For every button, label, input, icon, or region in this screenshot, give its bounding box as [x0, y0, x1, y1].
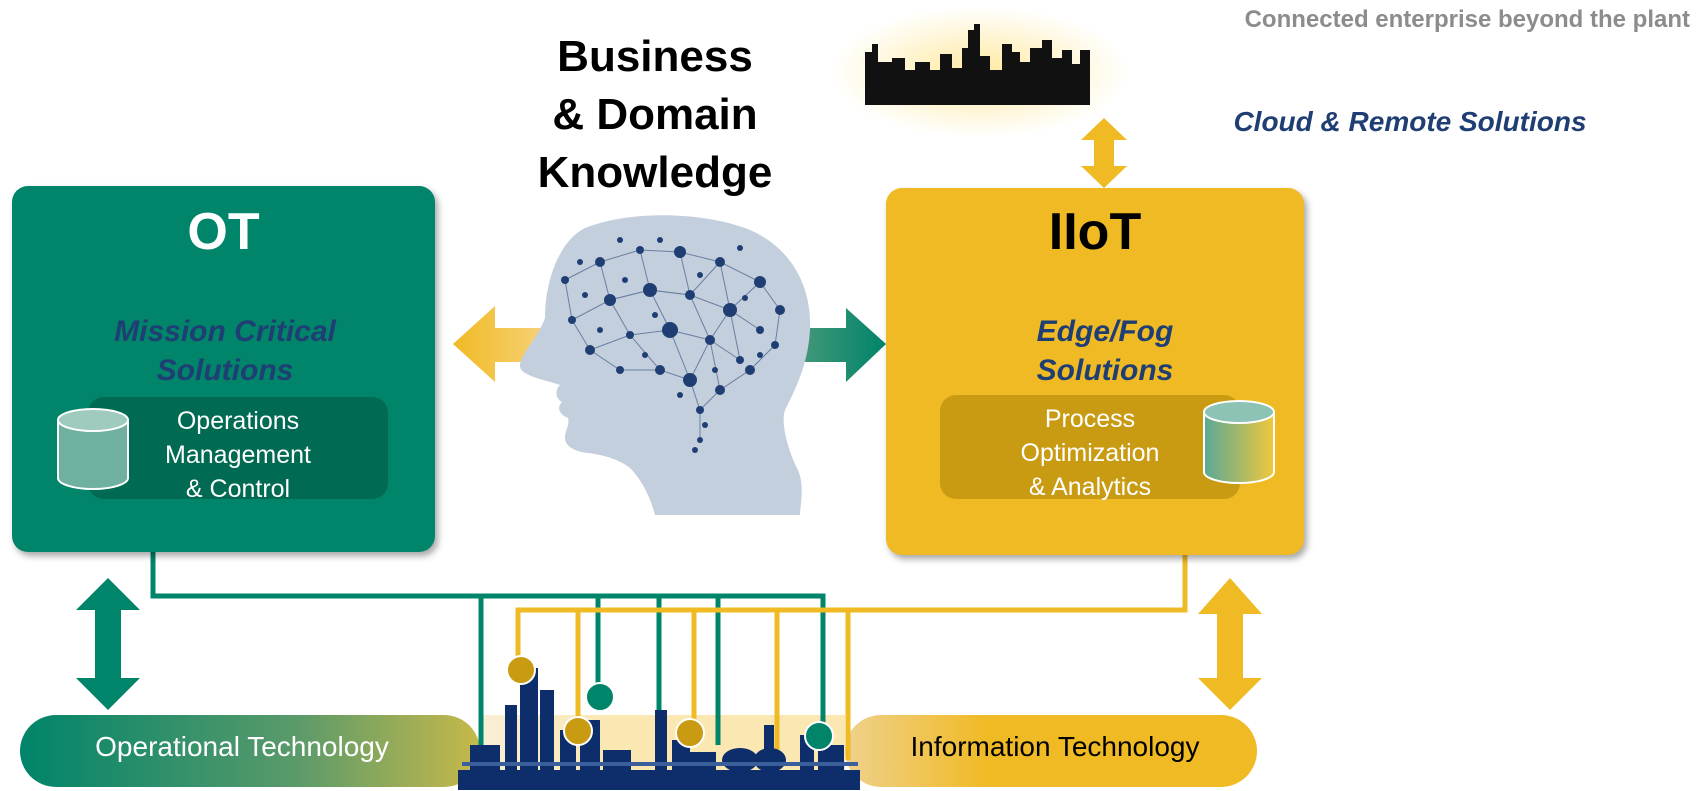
iiot-pill-line: Process	[1044, 405, 1136, 433]
center-title-line: & Domain	[552, 90, 758, 139]
business-domain-knowledge-title: Business & Domain Knowledge	[500, 28, 810, 202]
ot-pill-line: Management	[165, 441, 311, 469]
information-technology-pill	[845, 715, 1257, 787]
iiot-connection-lines	[515, 555, 1188, 760]
center-title-line: Business	[557, 32, 753, 81]
information-technology-label: Information Technology	[910, 731, 1200, 762]
ot-pill-line: Operations	[176, 407, 300, 435]
right-arrow-icon	[792, 308, 886, 382]
sensor-nodes	[506, 655, 834, 751]
ot-title: OT	[187, 203, 260, 261]
center-title-line: Knowledge	[537, 148, 773, 197]
ot-subtitle-line: Mission Critical	[114, 315, 336, 348]
iiot-process-pill: Process Optimization & Analytics	[940, 395, 1240, 501]
iiot-subtitle-line: Edge/Fog	[1036, 315, 1174, 348]
city-skyline-icon	[830, 6, 1130, 138]
ot-vertical-double-arrow-icon	[76, 578, 140, 710]
ot-operations-pill: Operations Management & Control	[88, 397, 388, 503]
database-cylinder-icon	[1203, 400, 1275, 484]
cloud-double-arrow-icon	[1081, 118, 1127, 188]
cloud-remote-solutions-label: Cloud & Remote Solutions	[1233, 106, 1587, 137]
brain-head-icon	[520, 215, 811, 515]
iiot-pill-line: Optimization	[1020, 439, 1160, 467]
ot-subtitle-line: Solutions	[156, 354, 294, 387]
operational-technology-pill	[20, 715, 480, 787]
database-cylinder-icon	[57, 408, 129, 490]
connected-enterprise-caption: Connected enterprise beyond the plant	[1244, 6, 1690, 33]
ot-subtitle: Mission Critical Solutions	[90, 312, 360, 390]
iiot-subtitle: Edge/Fog Solutions	[990, 312, 1220, 390]
refinery-plant-icon	[458, 668, 860, 790]
left-arrow-icon	[453, 306, 548, 382]
iiot-subtitle-line: Solutions	[1036, 354, 1174, 387]
it-vertical-double-arrow-icon	[1198, 578, 1262, 710]
iiot-title: IIoT	[1048, 203, 1142, 261]
iiot-pill-line: & Analytics	[1028, 473, 1152, 501]
ot-pill-line: & Control	[185, 475, 291, 503]
operational-technology-label: Operational Technology	[95, 731, 389, 762]
